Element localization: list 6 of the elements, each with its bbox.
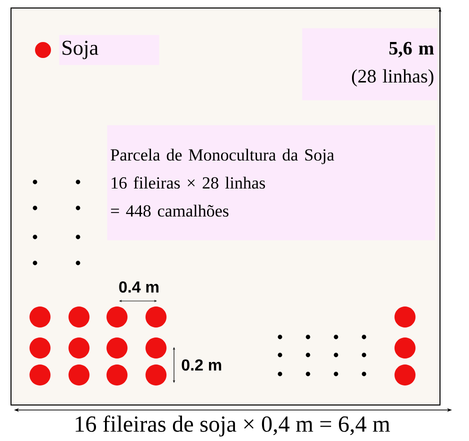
dimension-label: 16 fileiras de soja × 0,4 m = 6,4 m (76, 415, 390, 437)
dimension-label: 0.2 m (182, 359, 222, 371)
text-box: 5,6 m (28 linhas) (302, 28, 438, 100)
legend-label: Soja (59, 35, 160, 65)
dimension-label: 0.4 m (119, 281, 158, 293)
text-box: Parcela de Monocultura da Soja 16 fileiras × 28 linhas = 448 camalhões (107, 125, 436, 240)
